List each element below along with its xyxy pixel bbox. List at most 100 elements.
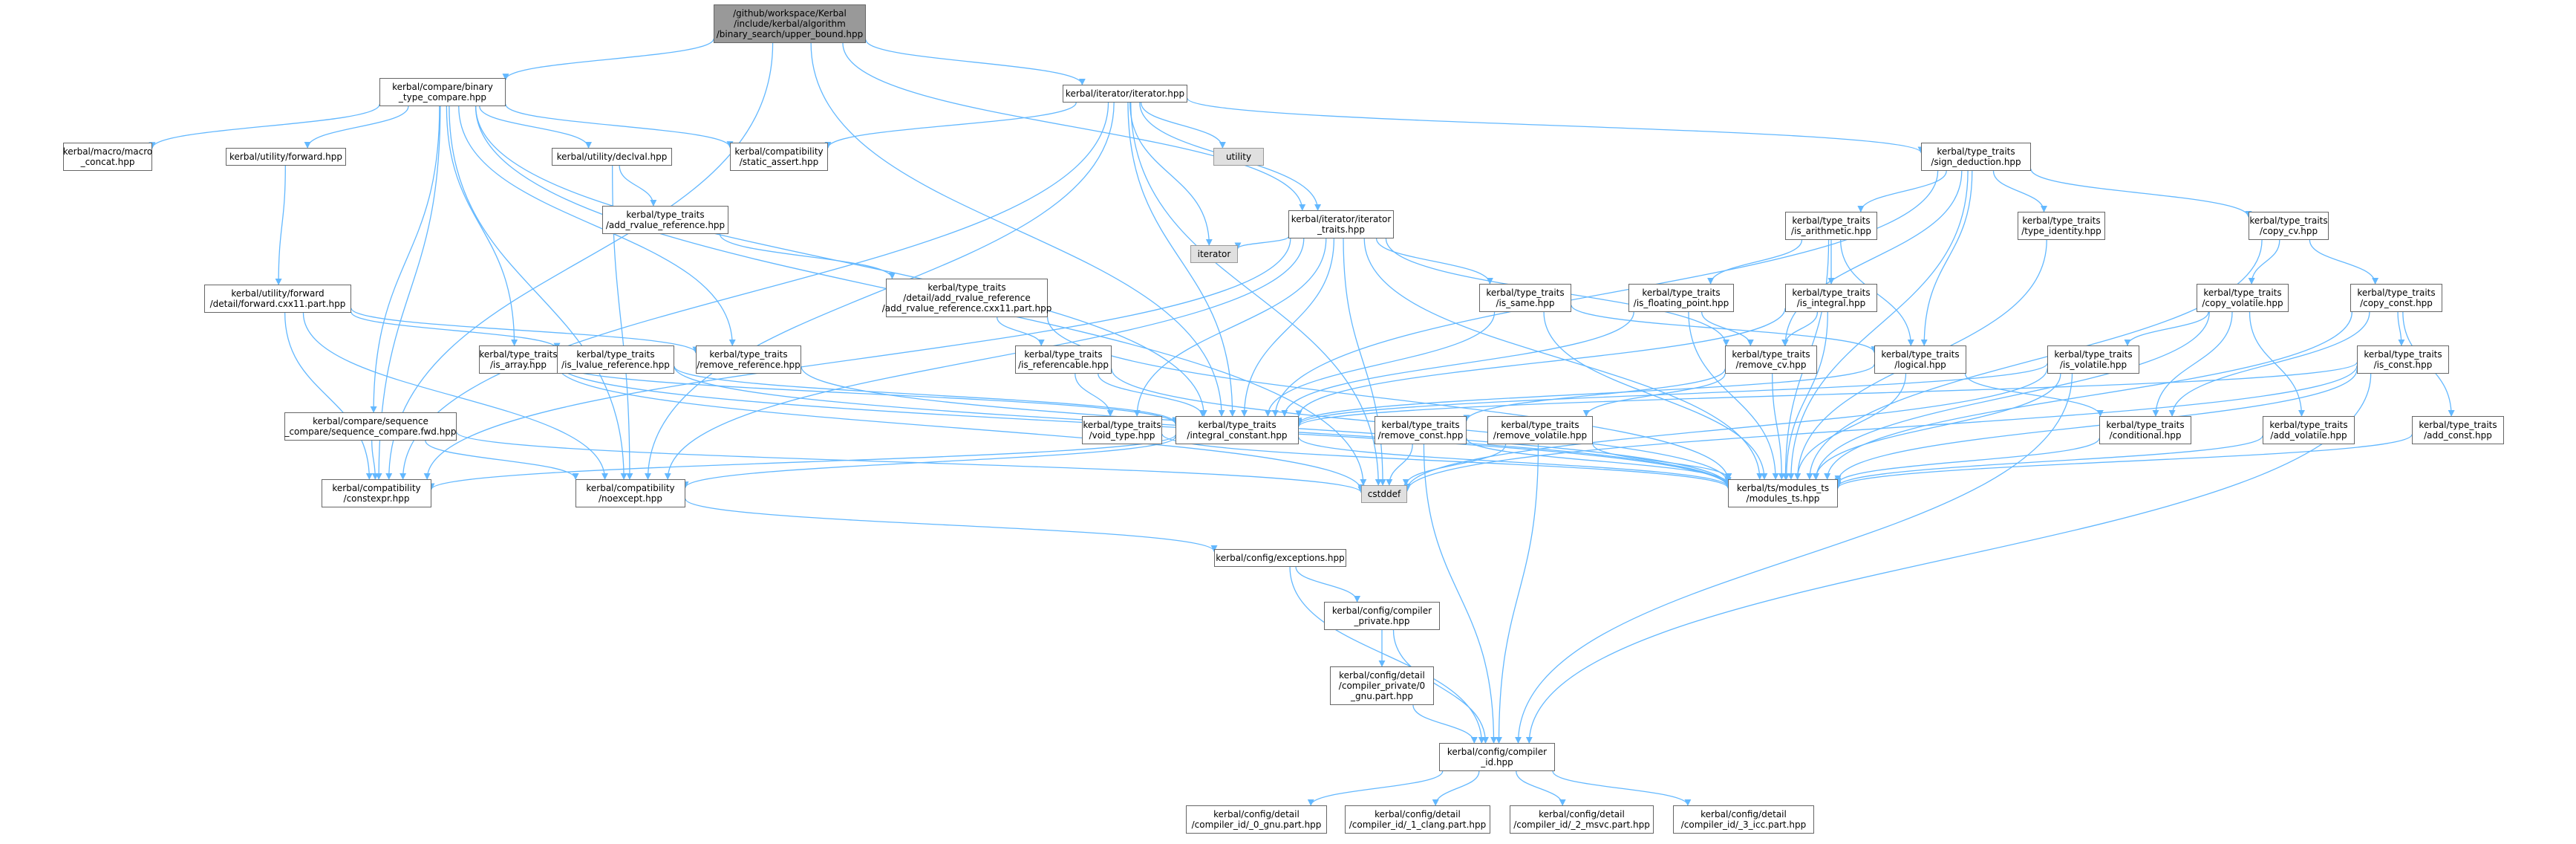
node-is-integral[interactable]: kerbal/type_traits /is_integral.hpp — [1785, 284, 1877, 312]
node-exceptions[interactable]: kerbal/config/exceptions.hpp — [1214, 549, 1346, 567]
edge-bin_cmp-to-seq_cmp_fwd — [370, 106, 440, 413]
node-type-identity[interactable]: kerbal/type_traits /type_identity.hpp — [2018, 212, 2105, 240]
edge-root-to-constexpr — [385, 42, 774, 480]
edge-fwd_cxx11-to-noexcept — [302, 312, 609, 480]
node-sign-deduction[interactable]: kerbal/type_traits /sign_deduction.hpp — [1921, 143, 2031, 171]
node-iterator-external: iterator — [1190, 245, 1238, 263]
node-copy-cv[interactable]: kerbal/type_traits /copy_cv.hpp — [2249, 212, 2329, 240]
edge-it_traits-to-is_same — [1375, 238, 1493, 285]
edge-copy_volatile-to-is_volatile — [2124, 311, 2209, 346]
edge-is_same-to-modules_ts — [1543, 311, 1768, 480]
node-compiler-private[interactable]: kerbal/config/compiler _private.hpp — [1324, 602, 1440, 630]
node-iterator[interactable]: kerbal/iterator/iterator.hpp — [1063, 85, 1187, 103]
node-remove-reference[interactable]: kerbal/type_traits /remove_reference.hpp — [696, 345, 801, 374]
edge-copy_volatile-to-add_volatile — [2249, 311, 2306, 417]
node-cstddef-external: cstddef — [1361, 485, 1407, 503]
edge-bin_cmp-to-noexcept — [449, 106, 627, 480]
node-conditional[interactable]: kerbal/type_traits /conditional.hpp — [2099, 416, 2191, 444]
edge-copy_const-to-conditional — [2168, 311, 2370, 417]
edge-it_hpp-to-sign_ded — [1187, 97, 1925, 154]
edge-add_volatile-to-modules_ts — [1834, 435, 2263, 488]
node-add-const[interactable]: kerbal/type_traits /add_const.hpp — [2412, 416, 2504, 444]
edge-bin_cmp-to-constexpr — [375, 106, 441, 480]
node-add-volatile[interactable]: kerbal/type_traits /add_volatile.hpp — [2263, 416, 2355, 444]
node-is-floating-point[interactable]: kerbal/type_traits /is_floating_point.hp… — [1628, 284, 1734, 312]
edge-fwd-to-fwd_cxx11 — [275, 165, 286, 285]
node-is-array[interactable]: kerbal/type_traits /is_array.hpp — [479, 345, 558, 374]
node-compiler-id-gnu[interactable]: kerbal/config/detail /compiler_id/_0_gnu… — [1186, 805, 1327, 834]
edge-is_volatile-to-cstddef — [1403, 368, 2048, 491]
edge-it_hpp-to-static_assert — [824, 102, 1077, 149]
edge-integral_const-to-modules_ts — [1298, 437, 1732, 488]
edge-is_volatile-to-compiler_id — [1514, 373, 2073, 744]
node-static-assert[interactable]: kerbal/compatibility /static_assert.hpp — [730, 143, 828, 171]
edge-bin_cmp-to-macro — [149, 104, 380, 149]
edge-seq_cmp_fwd-to-cstddef — [456, 432, 1365, 493]
edge-copy_volatile-to-modules_ts — [1813, 311, 2210, 480]
node-is-const[interactable]: kerbal/type_traits /is_const.hpp — [2357, 345, 2449, 374]
node-is-referencable[interactable]: kerbal/type_traits /is_referencable.hpp — [1015, 345, 1112, 374]
node-remove-const[interactable]: kerbal/type_traits /remove_const.hpp — [1375, 416, 1467, 444]
node-iterator-traits[interactable]: kerbal/iterator/iterator _traits.hpp — [1288, 210, 1394, 238]
node-constexpr[interactable]: kerbal/compatibility /constexpr.hpp — [322, 479, 431, 507]
edge-sign_ded-to-integral_const — [1271, 170, 1939, 417]
node-copy-const[interactable]: kerbal/type_traits /copy_const.hpp — [2350, 284, 2442, 312]
node-add-rvalue-reference[interactable]: kerbal/type_traits /add_rvalue_reference… — [602, 206, 728, 234]
edge-integral_const-to-constexpr — [428, 434, 1176, 490]
node-root-upper-bound: /github/workspace/Kerbal /include/kerbal… — [714, 4, 866, 43]
edge-copy_volatile-to-conditional — [2152, 311, 2233, 417]
edge-compiler_id-to-cid_clang — [1432, 770, 1480, 806]
edge-copy_const-to-modules_ts — [1824, 311, 2352, 480]
node-copy-volatile[interactable]: kerbal/type_traits /copy_volatile.hpp — [2197, 284, 2289, 312]
edge-is_same-to-integral_const — [1264, 311, 1496, 417]
edge-sign_ded-to-modules_ts — [1787, 170, 1969, 480]
edge-it_hpp-to-integral_const — [1127, 102, 1236, 417]
node-remove-cv[interactable]: kerbal/type_traits /remove_cv.hpp — [1725, 345, 1817, 374]
node-compiler-id-msvc[interactable]: kerbal/config/detail /compiler_id/_2_msv… — [1510, 805, 1654, 834]
node-add-rvalue-reference-cxx11[interactable]: kerbal/type_traits /detail/add_rvalue_re… — [882, 279, 1051, 317]
edge-logical-to-modules_ts — [1793, 373, 1907, 480]
edge-is_referencable-to-integral_const — [1098, 373, 1206, 417]
edge-seq_cmp_fwd-to-noexcept — [425, 440, 579, 480]
node-compiler-id[interactable]: kerbal/config/compiler _id.hpp — [1439, 743, 1555, 771]
edge-it_traits-to-constexpr — [423, 238, 1291, 480]
edge-is_fp-to-integral_const — [1281, 311, 1634, 417]
edge-is_array-to-integral_const — [557, 363, 1179, 425]
node-binary-type-compare[interactable]: kerbal/compare/binary _type_compare.hpp — [379, 78, 506, 106]
node-logical[interactable]: kerbal/type_traits /logical.hpp — [1874, 345, 1966, 374]
edge-bin_cmp-to-is_array — [446, 106, 518, 346]
node-compiler-id-icc[interactable]: kerbal/config/detail /compiler_id/_3_icc… — [1673, 805, 1814, 834]
edge-remove_volatile-to-compiler_id — [1495, 444, 1539, 744]
node-macro-concat[interactable]: kerbal/macro/macro _concat.hpp — [63, 143, 152, 171]
edge-it_hpp-to-constexpr — [400, 102, 1109, 480]
node-is-volatile[interactable]: kerbal/type_traits /is_volatile.hpp — [2047, 345, 2139, 374]
edge-integral_const-to-noexcept — [682, 436, 1176, 489]
edge-is_arith-to-is_fp — [1707, 239, 1803, 285]
node-modules-ts[interactable]: kerbal/ts/modules_ts /modules_ts.hpp — [1728, 479, 1838, 507]
edge-it_traits-to-modules_ts — [1363, 238, 1764, 480]
edge-remove_volatile-to-cstddef — [1402, 444, 1507, 486]
node-void-type[interactable]: kerbal/type_traits /void_type.hpp — [1082, 416, 1162, 444]
edge-bin_cmp-to-declval — [479, 106, 593, 149]
edge-compiler_id-to-cid_icc — [1552, 770, 1692, 806]
node-noexcept[interactable]: kerbal/compatibility /noexcept.hpp — [575, 479, 685, 507]
node-is-same[interactable]: kerbal/type_traits /is_same.hpp — [1479, 284, 1571, 312]
node-compiler-id-clang[interactable]: kerbal/config/detail /compiler_id/_1_cla… — [1345, 805, 1490, 834]
node-declval[interactable]: kerbal/utility/declval.hpp — [552, 148, 672, 166]
node-compiler-private-gnu[interactable]: kerbal/config/detail /compiler_private/0… — [1330, 666, 1434, 705]
edge-root-to-it_traits — [842, 42, 1306, 211]
edge-it_traits-to-void_type — [1133, 238, 1327, 417]
node-forward[interactable]: kerbal/utility/forward.hpp — [226, 148, 346, 166]
node-forward-cxx11[interactable]: kerbal/utility/forward /detail/forward.c… — [204, 285, 351, 313]
node-is-lvalue-reference[interactable]: kerbal/type_traits /is_lvalue_reference.… — [557, 345, 674, 374]
edge-copy_const-to-is_const — [2397, 311, 2405, 346]
edge-remove_cv-to-remove_const — [1463, 369, 1726, 422]
node-sequence-compare-fwd[interactable]: kerbal/compare/sequence _compare/sequenc… — [284, 412, 457, 441]
node-integral-constant[interactable]: kerbal/type_traits /integral_constant.hp… — [1175, 416, 1299, 444]
edge-logical-to-conditional — [1964, 373, 2104, 417]
node-is-arithmetic[interactable]: kerbal/type_traits /is_arithmetic.hpp — [1785, 212, 1877, 240]
edge-logical-to-integral_const — [1295, 364, 1875, 425]
node-remove-volatile[interactable]: kerbal/type_traits /remove_volatile.hpp — [1487, 416, 1593, 444]
edge-seq_cmp_fwd-to-constexpr — [371, 440, 379, 480]
